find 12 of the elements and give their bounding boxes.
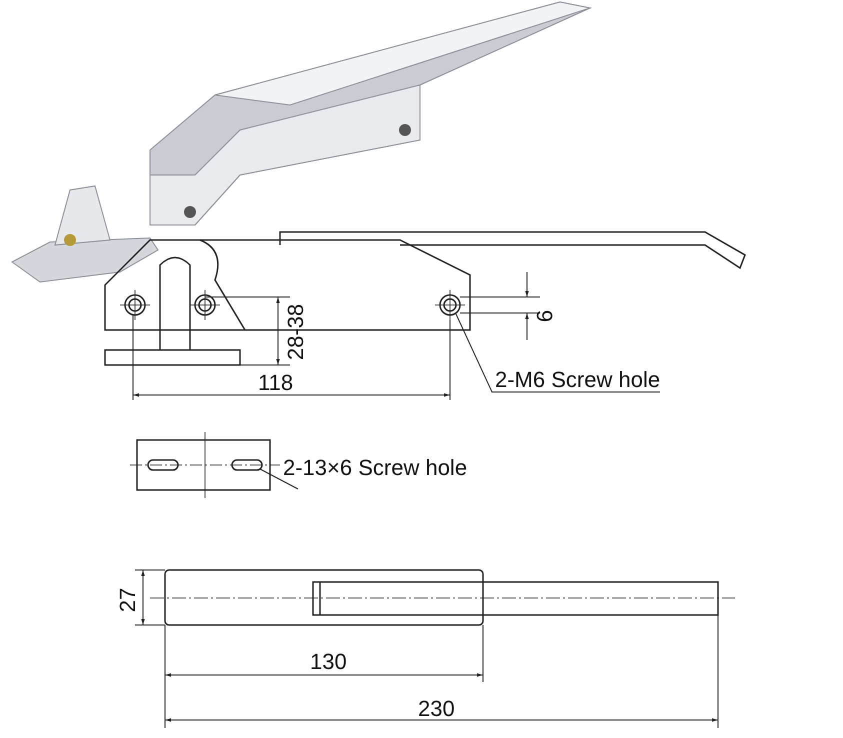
dimension-label: 230 — [418, 697, 455, 721]
dimension-label: 118 — [258, 371, 294, 395]
dimension-label: 27 — [116, 588, 140, 612]
leader-line — [456, 314, 660, 392]
dimension-label: 130 — [310, 650, 347, 674]
screw-hole — [439, 294, 461, 316]
callout-text: 2-M6 Screw hole — [495, 368, 660, 392]
slot-hole — [231, 459, 263, 471]
dimension-label: 28-38 — [284, 304, 308, 360]
callout-text: 2-13×6 Screw hole — [283, 456, 468, 480]
leader-line — [260, 468, 298, 490]
dimension-label: 9 — [532, 310, 556, 322]
